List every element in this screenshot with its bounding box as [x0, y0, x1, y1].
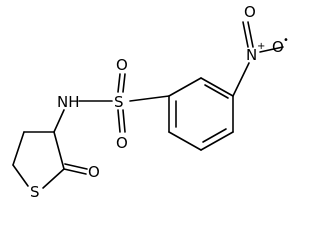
- nitro-group: O N + O •: [232, 3, 289, 97]
- bond: [42, 168, 65, 189]
- bond: [12, 164, 29, 187]
- bond: [168, 77, 202, 97]
- aromatic-bond: [204, 84, 229, 99]
- bond: [12, 131, 25, 166]
- molecule-structure: O N + O • O S O NH S O: [12, 3, 289, 201]
- bond: [122, 109, 126, 133]
- aromatic-bond: [202, 128, 227, 143]
- bond: [259, 46, 284, 53]
- amine-nh: NH: [57, 93, 80, 111]
- bond: [232, 62, 250, 97]
- bond: [168, 131, 202, 151]
- nitro-oxygen-radical: •: [283, 35, 289, 46]
- ring-sulfur: S: [30, 183, 40, 201]
- bond: [64, 163, 88, 170]
- bond: [247, 21, 254, 48]
- bond: [53, 131, 65, 170]
- sulfonyl-oxygen-top: O: [116, 56, 128, 74]
- sulfonyl-sulfur: S: [114, 93, 124, 111]
- nitro-oxygen-top: O: [244, 3, 256, 21]
- bond: [117, 73, 121, 93]
- bond: [200, 77, 234, 97]
- thiolane-ring: S O: [12, 109, 100, 201]
- bond: [117, 109, 121, 133]
- benzene-ring: [168, 77, 234, 151]
- nitro-plus-charge: +: [257, 41, 265, 52]
- bond: [122, 73, 126, 93]
- sulfonyl-group: O S O: [78, 56, 170, 152]
- nitro-oxygen-right: O: [272, 38, 284, 56]
- sulfonyl-oxygen-bottom: O: [116, 134, 128, 152]
- bond: [242, 21, 249, 48]
- nitro-nitrogen: N: [246, 46, 257, 64]
- bond: [63, 168, 87, 175]
- bond: [53, 109, 65, 133]
- bond: [200, 131, 234, 151]
- carbonyl-oxygen: O: [88, 163, 100, 181]
- bond: [129, 95, 170, 102]
